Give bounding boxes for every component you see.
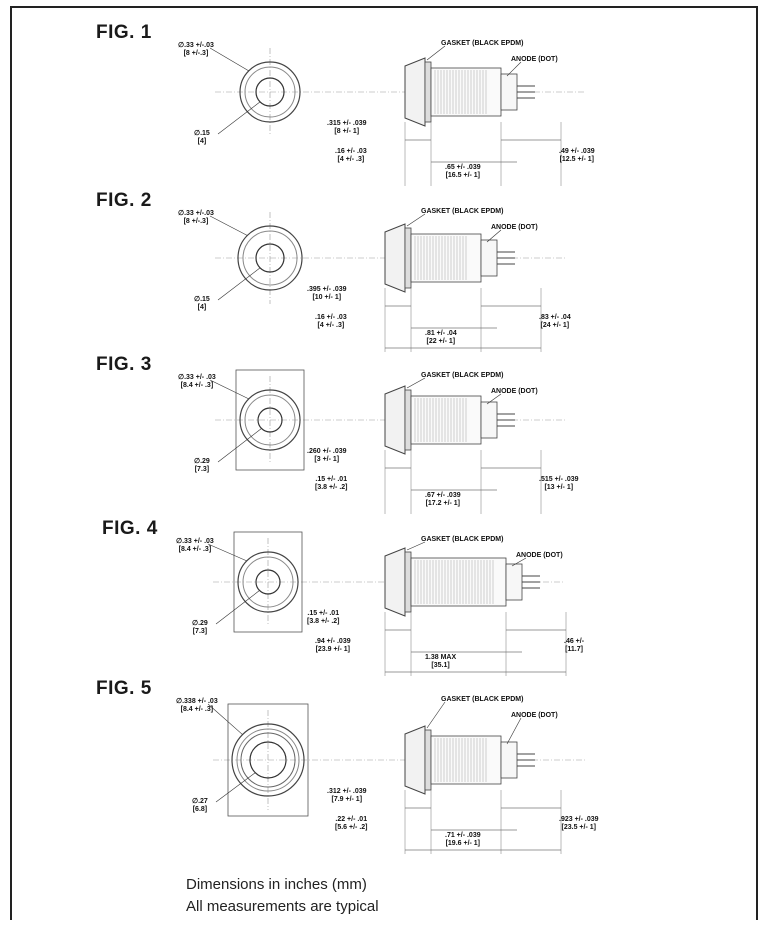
gasket-callout: GASKET (BLACK EPDM) [421, 208, 504, 215]
front-view-box [235, 369, 305, 471]
inner-diameter-dim: ∅.15[4] [194, 296, 210, 311]
figure-1 [209, 45, 585, 186]
anode-callout: ANODE (DOT) [511, 56, 558, 63]
units-note: Dimensions in inches (mm) [186, 876, 367, 893]
dim-3: .81 +/- .04[22 +/- 1] [425, 330, 457, 345]
fig-2-label: FIG. 2 [96, 190, 152, 211]
front-outer-ring [237, 551, 299, 613]
front-mid-ring [242, 556, 294, 608]
front-inner-ring [240, 732, 296, 788]
dim-2: .15 +/- .01[3.8 +/- .2] [315, 476, 348, 491]
fig-3-label: FIG. 3 [96, 354, 152, 375]
figure-2 [209, 212, 565, 352]
figure-5 [207, 701, 585, 854]
bezel [384, 385, 406, 455]
front-lens [249, 741, 287, 779]
rear-housing [480, 401, 498, 439]
dim-1: .312 +/- .039[7.9 +/- 1] [327, 788, 367, 803]
outer-diameter-dim: ∅.33 +/- .03[8.4 +/- .3] [178, 374, 216, 389]
typical-note: All measurements are typical [186, 898, 379, 915]
dim-2: .16 +/- .03[4 +/- .3] [335, 148, 367, 163]
front-mid-ring [242, 230, 298, 286]
fig-5-label: FIG. 5 [96, 678, 152, 699]
fig-4-label: FIG. 4 [102, 518, 158, 539]
inner-diameter-dim: ∅.29[7.3] [192, 620, 208, 635]
outer-diameter-dim: ∅.338 +/- .03[8.4 +/- .3] [176, 698, 218, 713]
inner-diameter-dim: ∅.15[4] [194, 130, 210, 145]
front-lens [257, 407, 283, 433]
fig-1-label: FIG. 1 [96, 22, 152, 43]
dim-1: .395 +/- .039[10 +/- 1] [307, 286, 347, 301]
bezel [384, 223, 406, 293]
dim-3: .71 +/- .039[19.6 +/- 1] [445, 832, 481, 847]
rear-housing [480, 239, 498, 277]
bezel [404, 57, 426, 127]
anode-callout: ANODE (DOT) [511, 712, 558, 719]
front-mid-ring [236, 728, 300, 792]
inner-diameter-dim: ∅.27[6.8] [192, 798, 208, 813]
dim-1: .15 +/- .01[3.8 +/- .2] [307, 610, 340, 625]
front-lens [255, 243, 285, 273]
figure-4 [207, 531, 567, 676]
figure-3 [209, 369, 565, 514]
front-lens [255, 77, 285, 107]
dim-3: .67 +/- .039[17.2 +/- 1] [425, 492, 461, 507]
dim-4: .515 +/- .039[13 +/- 1] [539, 476, 579, 491]
anode-callout: ANODE (DOT) [491, 224, 538, 231]
dim-2: .16 +/- .03[4 +/- .3] [315, 314, 347, 329]
front-mid-ring [244, 66, 296, 118]
gasket [404, 389, 412, 451]
bezel [404, 725, 426, 795]
gasket [404, 551, 412, 613]
outer-diameter-dim: ∅.33 +/-.03[8 +/-.3] [178, 42, 214, 57]
bezel [384, 547, 406, 617]
threaded-body [430, 735, 502, 785]
rear-housing [505, 563, 523, 601]
dim-3: .65 +/- .039[16.5 +/- 1] [445, 164, 481, 179]
threaded-body [410, 233, 482, 283]
front-view-box [227, 703, 309, 817]
dim-1: .315 +/- .039[8 +/- 1] [327, 120, 367, 135]
gasket [404, 227, 412, 289]
rear-housing [500, 741, 518, 779]
gasket-callout: GASKET (BLACK EPDM) [441, 696, 524, 703]
gasket-callout: GASKET (BLACK EPDM) [421, 372, 504, 379]
dim-4: .46 +/-[11.7] [564, 638, 585, 653]
gasket [424, 729, 432, 791]
gasket [424, 61, 432, 123]
front-outer-ring [239, 389, 301, 451]
dim-1: .260 +/- .039[3 +/- 1] [307, 448, 347, 463]
front-view-box [233, 531, 303, 633]
threaded-body [410, 557, 507, 607]
front-outer-ring [231, 723, 305, 797]
outer-diameter-dim: ∅.33 +/-.03[8 +/-.3] [178, 210, 214, 225]
rear-housing [500, 73, 518, 111]
dim-4: .83 +/- .04[24 +/- 1] [539, 314, 571, 329]
dim-4: .49 +/- .039[12.5 +/- 1] [559, 148, 595, 163]
gasket-callout: GASKET (BLACK EPDM) [441, 40, 524, 47]
front-mid-ring [244, 394, 296, 446]
threaded-body [410, 395, 482, 445]
gasket-callout: GASKET (BLACK EPDM) [421, 536, 504, 543]
dim-4: .923 +/- .039[23.5 +/- 1] [559, 816, 599, 831]
anode-callout: ANODE (DOT) [491, 388, 538, 395]
front-outer-ring [239, 61, 301, 123]
dim-3: 1.38 MAX[35.1] [425, 654, 457, 669]
threaded-body [430, 67, 502, 117]
outer-diameter-dim: ∅.33 +/- .03[8.4 +/- .3] [176, 538, 214, 553]
front-lens [255, 569, 281, 595]
anode-callout: ANODE (DOT) [516, 552, 563, 559]
inner-diameter-dim: ∅.29[7.3] [194, 458, 210, 473]
dim-2: .94 +/- .039[23.9 +/- 1] [315, 638, 351, 653]
drawing-sheet [10, 6, 758, 920]
front-outer-ring [237, 225, 303, 291]
dim-2: .22 +/- .01[5.6 +/- .2] [335, 816, 368, 831]
